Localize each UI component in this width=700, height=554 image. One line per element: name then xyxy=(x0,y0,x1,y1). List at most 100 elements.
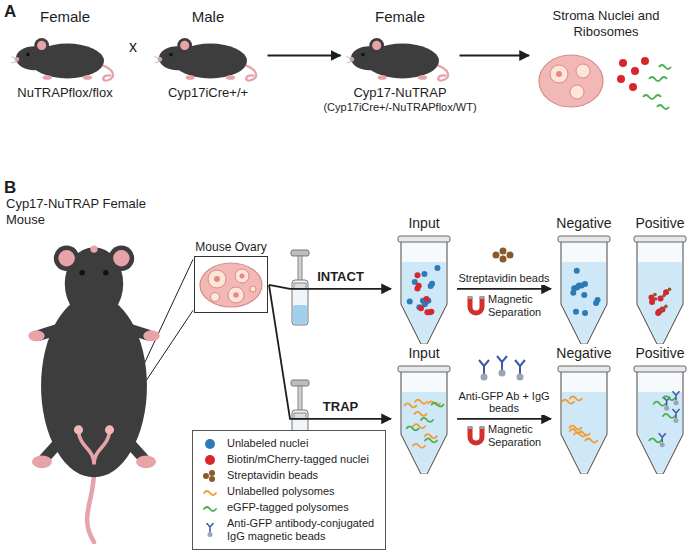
mouse-figure: FemaleCyp17-NuTRAP(Cyp17iCre+/-NuTRAPflo… xyxy=(312,8,488,114)
streptavidin-bead xyxy=(664,304,668,308)
mouse-side-symbol xyxy=(346,38,448,80)
tube-picture xyxy=(553,234,615,344)
ovary-picture xyxy=(195,257,267,312)
streptavidin-beads-icon xyxy=(493,248,514,263)
tube-liquid xyxy=(638,262,682,343)
legend-sample xyxy=(199,469,221,483)
stroma-symbol xyxy=(539,55,671,109)
tube-label: Positive xyxy=(628,345,692,362)
polysome xyxy=(415,400,427,404)
tagged-nucleus xyxy=(428,309,434,315)
polysome xyxy=(654,401,666,405)
legend-row: Streptavidin beads xyxy=(199,469,379,483)
tube-contents xyxy=(648,287,671,316)
legend-text: eGFP-tagged polysomes xyxy=(227,501,349,514)
legend-text: Anti-GFP antibody-conjugated IgG magneti… xyxy=(227,517,379,543)
unlabeled-nucleus xyxy=(581,292,587,298)
tube-liquid xyxy=(562,262,606,343)
mouse-side-picture xyxy=(343,28,458,83)
mouse-top-symbol xyxy=(28,246,159,543)
streptavidin-bead xyxy=(653,292,657,296)
legend-symbol xyxy=(199,523,221,537)
polysome xyxy=(431,402,443,406)
edge-label: INTACT xyxy=(315,270,366,285)
streptavidin-bead xyxy=(209,476,215,482)
sample-tube: Positive xyxy=(628,215,692,346)
legend-sample xyxy=(199,453,221,467)
legend-text: Biotin/mCherry-tagged nuclei xyxy=(227,453,369,466)
polysome xyxy=(562,399,574,403)
figure-area xyxy=(531,41,681,116)
magnet-icon xyxy=(470,426,482,443)
polysome xyxy=(663,396,675,400)
cross-symbol: x xyxy=(129,38,137,56)
tube-outline xyxy=(401,240,447,344)
legend-swatch xyxy=(205,455,215,465)
legend-text: Unlabelled polysomes xyxy=(227,485,335,498)
tube-picture xyxy=(393,234,455,344)
legend-sample xyxy=(199,437,221,451)
tube-liquid xyxy=(402,262,446,343)
polysome xyxy=(570,429,582,433)
figure-area xyxy=(8,28,123,83)
figure-label: Cyp17-NuTRAP xyxy=(312,85,488,101)
step-note: Magnetic Separation xyxy=(488,423,550,448)
legend-sample xyxy=(199,485,221,499)
polysome xyxy=(415,412,427,416)
figure-area xyxy=(393,234,455,344)
tagged-nucleus xyxy=(415,272,421,278)
stroma-picture xyxy=(531,41,681,116)
flow-arrow xyxy=(269,285,391,419)
mouse-top-picture xyxy=(9,229,179,544)
figure-label: Mouse Ovary xyxy=(186,240,276,254)
tube-outline xyxy=(561,370,607,474)
tube-liquid xyxy=(562,392,606,473)
tagged-nucleus xyxy=(414,285,420,291)
magnet-icon xyxy=(470,296,482,313)
figure-label: Cyp17-NuTRAP Female Mouse xyxy=(6,196,182,227)
edge-label: Anti-GFP Ab + IgG beads xyxy=(452,390,556,415)
sample-tube: Negative xyxy=(552,215,616,346)
unlabeled-nucleus xyxy=(434,265,440,271)
antibody-beads-icon xyxy=(479,356,525,381)
figure-area xyxy=(151,28,266,83)
tube-outline xyxy=(561,240,607,344)
panel-letter: B xyxy=(4,178,16,198)
tube-cap xyxy=(398,236,450,242)
polysome xyxy=(413,444,425,448)
unlabeled-nucleus xyxy=(582,310,588,316)
tube-contents xyxy=(570,268,600,316)
mouse-side-picture xyxy=(151,28,266,83)
ovary-symbol xyxy=(200,263,262,307)
panel-letter: A xyxy=(4,2,16,22)
mouse-side-symbol xyxy=(11,38,113,80)
figure-label: Female xyxy=(312,8,488,26)
streptavidin-bead xyxy=(654,297,658,301)
polysome xyxy=(585,438,597,442)
stroma-figure: Stroma Nuclei and Ribosomes xyxy=(520,8,692,118)
tube-outline xyxy=(637,240,683,344)
tube-liquid xyxy=(638,392,682,473)
polysome xyxy=(425,434,437,438)
polysome xyxy=(204,507,216,511)
legend-text: Streptavidin beads xyxy=(227,469,318,482)
flow-arrow xyxy=(269,285,391,289)
edge-label: TRAP xyxy=(321,400,360,415)
tube-cap xyxy=(558,366,610,372)
legend-sample xyxy=(199,523,221,537)
tagged-nucleus xyxy=(423,296,429,302)
figure-area xyxy=(553,234,615,344)
figure-area xyxy=(9,229,179,544)
tube-label: Input xyxy=(392,215,456,232)
figure-area xyxy=(629,234,691,344)
streptavidin-bead xyxy=(660,308,664,312)
unlabeled-nucleus xyxy=(428,283,434,289)
tube-contents xyxy=(404,400,443,448)
unlabeled-nucleus xyxy=(574,268,580,274)
step-note: Magnetic Separation xyxy=(488,293,550,318)
tube-picture xyxy=(629,234,691,344)
flow-arrow xyxy=(460,55,530,57)
streptavidin-bead xyxy=(203,473,209,479)
streptavidin-bead xyxy=(668,287,672,291)
polysome xyxy=(663,414,675,418)
